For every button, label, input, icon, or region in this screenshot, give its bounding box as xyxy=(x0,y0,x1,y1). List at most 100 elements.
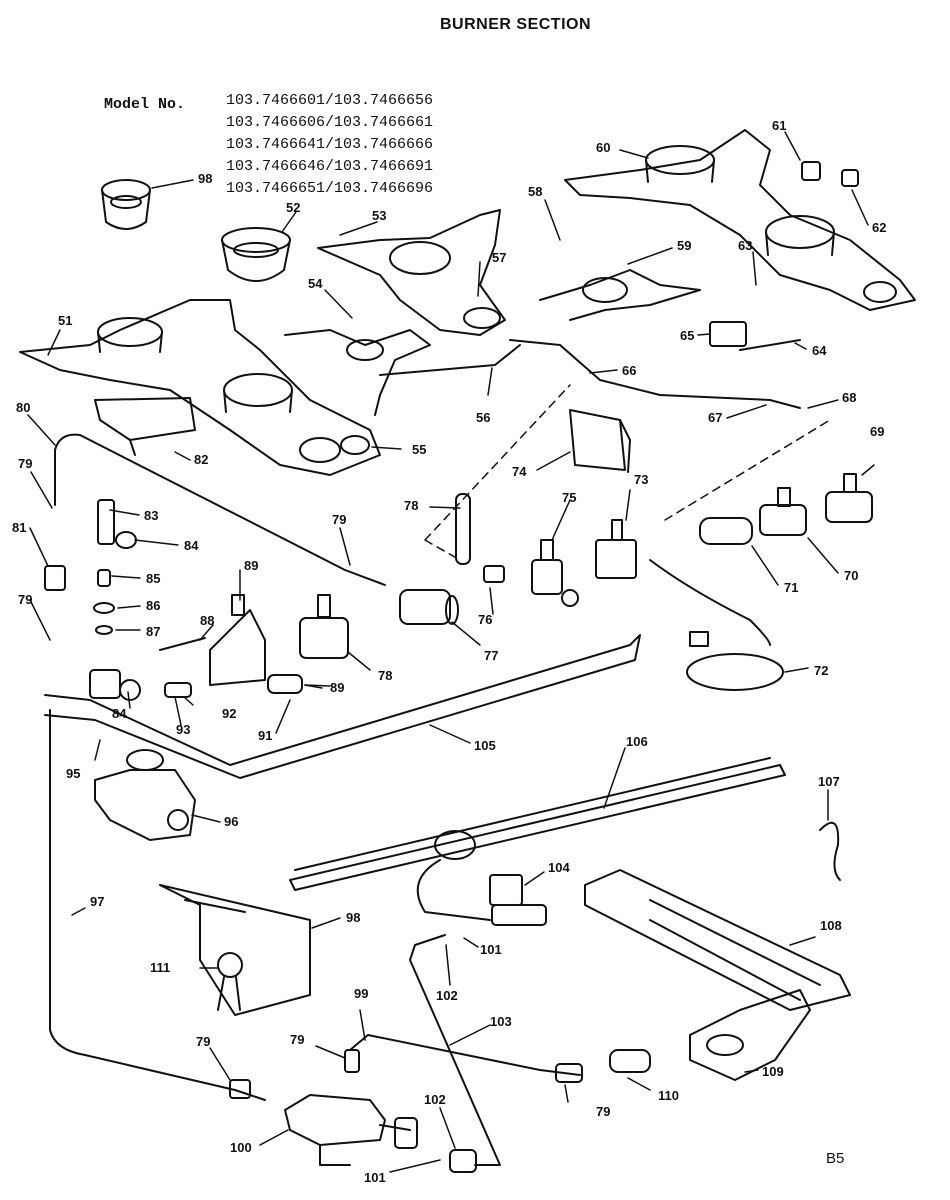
callout-89: 89 xyxy=(330,680,344,695)
callout-71: 71 xyxy=(784,580,798,595)
valve-71 xyxy=(699,517,753,545)
callout-67: 67 xyxy=(708,410,722,425)
callout-102: 102 xyxy=(424,1092,446,1107)
callout-73: 73 xyxy=(634,472,648,487)
gas-line-97 xyxy=(49,709,266,1101)
callout-85: 85 xyxy=(146,571,160,586)
callout-106: 106 xyxy=(626,734,648,749)
callout-53: 53 xyxy=(372,208,386,223)
callout-80: 80 xyxy=(16,400,30,415)
callout-51: 51 xyxy=(58,313,72,328)
burner-base-left xyxy=(19,299,381,476)
callout-65: 65 xyxy=(680,328,694,343)
gas-line-80 xyxy=(54,433,386,586)
valve-pin-78 xyxy=(455,493,471,565)
burner-head-98 xyxy=(101,179,151,230)
callout-84: 84 xyxy=(112,706,127,721)
callout-97: 97 xyxy=(90,894,104,909)
model-number-list: 103.7466601/103.7466656 103.7466606/103.… xyxy=(226,90,433,200)
burner-base-right xyxy=(564,129,916,311)
callout-79: 79 xyxy=(18,456,32,471)
callout-66: 66 xyxy=(622,363,636,378)
spring-88 xyxy=(159,637,206,651)
air-shutter-109 xyxy=(689,989,811,1081)
page-code: B5 xyxy=(826,1150,845,1167)
model-number: 103.7466651/103.7466696 xyxy=(226,180,434,197)
callout-99: 99 xyxy=(354,986,368,1001)
callout-100: 100 xyxy=(230,1140,252,1155)
callout-79: 79 xyxy=(196,1034,210,1049)
burner-shield-98 xyxy=(159,884,311,1016)
gas-tube-66 xyxy=(509,339,801,409)
callout-103: 103 xyxy=(490,1014,512,1029)
valve-70-b xyxy=(825,473,873,523)
callout-74: 74 xyxy=(512,464,527,479)
diagram-title: BURNER SECTION xyxy=(440,16,592,33)
callout-62: 62 xyxy=(872,220,886,235)
bracket-82 xyxy=(94,397,196,456)
callout-69: 69 xyxy=(870,424,884,439)
callout-77: 77 xyxy=(484,648,498,663)
model-number-label: Model No. xyxy=(104,96,186,113)
model-number: 103.7466606/103.7466661 xyxy=(226,114,434,131)
safety-valve-100 xyxy=(284,1094,411,1166)
callout-82: 82 xyxy=(194,452,208,467)
fitting-79-lower xyxy=(229,1049,583,1099)
orifice-clip-61-62 xyxy=(801,161,859,187)
callout-83: 83 xyxy=(144,508,158,523)
oven-burner-108 xyxy=(584,869,851,1011)
broiler-burner-106 xyxy=(289,757,786,891)
callout-81: 81 xyxy=(12,520,26,535)
valve-78-lower xyxy=(299,594,349,659)
callout-labels: 98 52 53 57 60 61 62 58 59 63 65 64 54 5… xyxy=(12,118,886,1185)
pressure-regulator-96 xyxy=(94,749,196,841)
manifold-pipe-105 xyxy=(44,634,641,779)
callout-52: 52 xyxy=(286,200,300,215)
callout-60: 60 xyxy=(596,140,610,155)
callout-89: 89 xyxy=(244,558,258,573)
callout-79: 79 xyxy=(596,1104,610,1119)
callout-61: 61 xyxy=(772,118,786,133)
callout-111: 111 xyxy=(150,960,170,975)
callout-96: 96 xyxy=(224,814,238,829)
callout-75: 75 xyxy=(562,490,576,505)
callout-104: 104 xyxy=(548,860,570,875)
callout-92: 92 xyxy=(222,706,236,721)
gas-line-103-upper xyxy=(409,934,501,1166)
switch-74 xyxy=(569,409,631,473)
callout-63: 63 xyxy=(738,238,752,253)
callout-98: 98 xyxy=(346,910,360,925)
callout-79: 79 xyxy=(290,1032,304,1047)
model-number: 103.7466601/103.7466656 xyxy=(226,92,434,109)
callout-86: 86 xyxy=(146,598,160,613)
callout-70: 70 xyxy=(844,568,858,583)
model-number: 103.7466641/103.7466666 xyxy=(226,136,434,153)
callout-57: 57 xyxy=(492,250,506,265)
dashed-group-outline xyxy=(424,384,831,561)
callout-59: 59 xyxy=(677,238,691,253)
callout-101: 101 xyxy=(480,942,502,957)
fitting-81 xyxy=(44,565,66,591)
callout-98: 98 xyxy=(198,171,212,186)
fitting-101-102 xyxy=(394,1117,477,1173)
burner-spreader-54 xyxy=(284,329,431,416)
igniter-104 xyxy=(416,859,547,926)
gas-tube-56 xyxy=(379,344,521,376)
burner-base-center xyxy=(317,209,506,336)
igniter-111 xyxy=(217,952,243,1011)
callout-87: 87 xyxy=(146,624,160,639)
callout-101: 101 xyxy=(364,1170,386,1185)
nut-76 xyxy=(483,565,505,583)
valve-75 xyxy=(531,539,579,607)
callout-110: 110 xyxy=(658,1088,679,1103)
callout-88: 88 xyxy=(200,613,214,628)
callout-95: 95 xyxy=(66,766,80,781)
valve-77 xyxy=(399,589,459,625)
callout-56: 56 xyxy=(476,410,490,425)
clip-91 xyxy=(267,674,303,694)
wire-harness-72 xyxy=(686,631,784,691)
callout-78: 78 xyxy=(378,668,392,683)
callout-107: 107 xyxy=(818,774,840,789)
callout-105: 105 xyxy=(474,738,496,753)
